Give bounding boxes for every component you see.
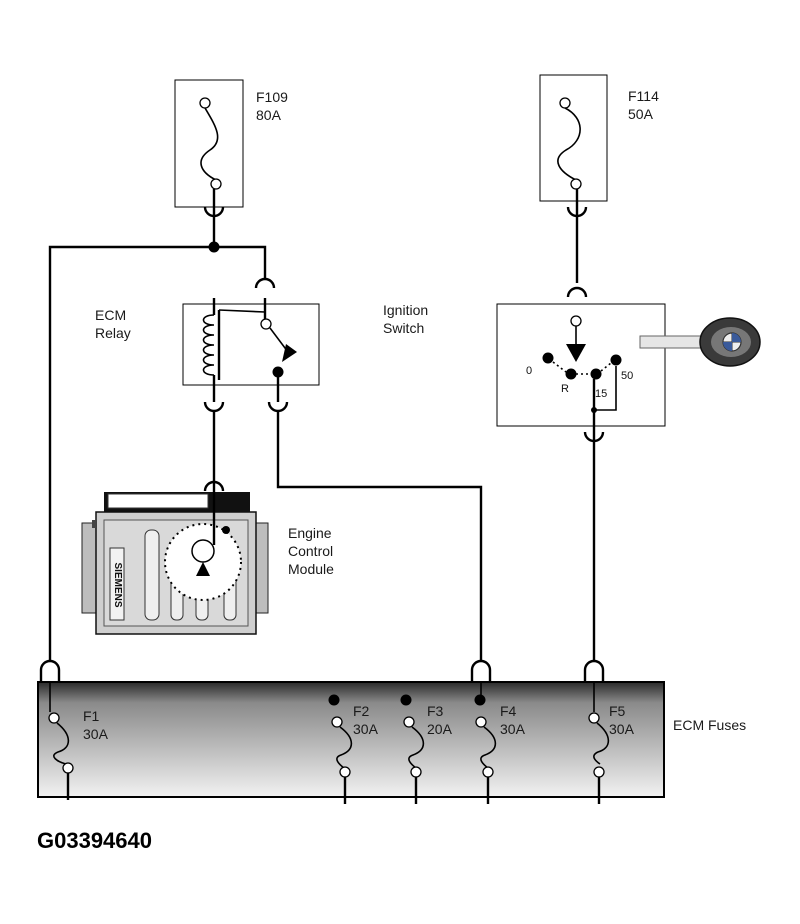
key-icon <box>639 317 761 367</box>
ecm-relay: ECM Relay <box>95 298 320 402</box>
wires <box>48 189 605 660</box>
switch-pos-0: 0 <box>526 365 532 377</box>
fuse-f2-name: F2 <box>353 703 370 719</box>
fuse-f2-rating: 30A <box>353 721 379 737</box>
engine-control-module: SIEMENS Engine Control Module <box>81 485 334 635</box>
fuse-f3-rating: 20A <box>427 721 453 737</box>
fuse-f109: F109 80A <box>174 79 288 208</box>
fuse-f114: F114 50A <box>539 74 659 202</box>
fuse-f3-name: F3 <box>427 703 444 719</box>
fuse-f109-rating: 80A <box>256 107 282 123</box>
ecm-label-3: Module <box>288 561 334 577</box>
fuse-f3: F3 20A <box>400 694 453 804</box>
ecm-fuse-box: F1 30A F2 30A F3 20A <box>37 659 746 804</box>
ecm-fuses-label: ECM Fuses <box>673 717 746 733</box>
switch-pos-15: 15 <box>595 388 607 400</box>
fuse-f4-name: F4 <box>500 703 517 719</box>
ignition-switch: 0 R 15 50 Ignition Switch <box>383 302 666 430</box>
fuse-f5-name: F5 <box>609 703 626 719</box>
ecm-relay-label-1: ECM <box>95 307 126 323</box>
fuse-f114-rating: 50A <box>628 106 654 122</box>
figure-code: G03394640 <box>37 828 152 853</box>
ignition-switch-label-2: Switch <box>383 320 424 336</box>
ecm-label-1: Engine <box>288 525 332 541</box>
fuse-f4-rating: 30A <box>500 721 526 737</box>
fuse-f5: F5 30A <box>588 682 635 804</box>
ecm-label-2: Control <box>288 543 333 559</box>
switch-pos-50: 50 <box>621 370 633 382</box>
ecm-relay-label-2: Relay <box>95 325 131 341</box>
fuse-f1-rating: 30A <box>83 726 109 742</box>
fuse-f4: F4 30A <box>474 682 526 804</box>
fuse-f5-rating: 30A <box>609 721 635 737</box>
switch-pos-r: R <box>561 383 569 395</box>
fuse-f1-name: F1 <box>83 708 100 724</box>
fuse-f2: F2 30A <box>328 694 379 804</box>
fuse-f109-name: F109 <box>256 89 288 105</box>
fuse-f1: F1 30A <box>48 682 109 800</box>
fuse-f114-name: F114 <box>628 88 659 104</box>
ecm-brand-label: SIEMENS <box>112 562 123 607</box>
ignition-switch-label-1: Ignition <box>383 302 428 318</box>
